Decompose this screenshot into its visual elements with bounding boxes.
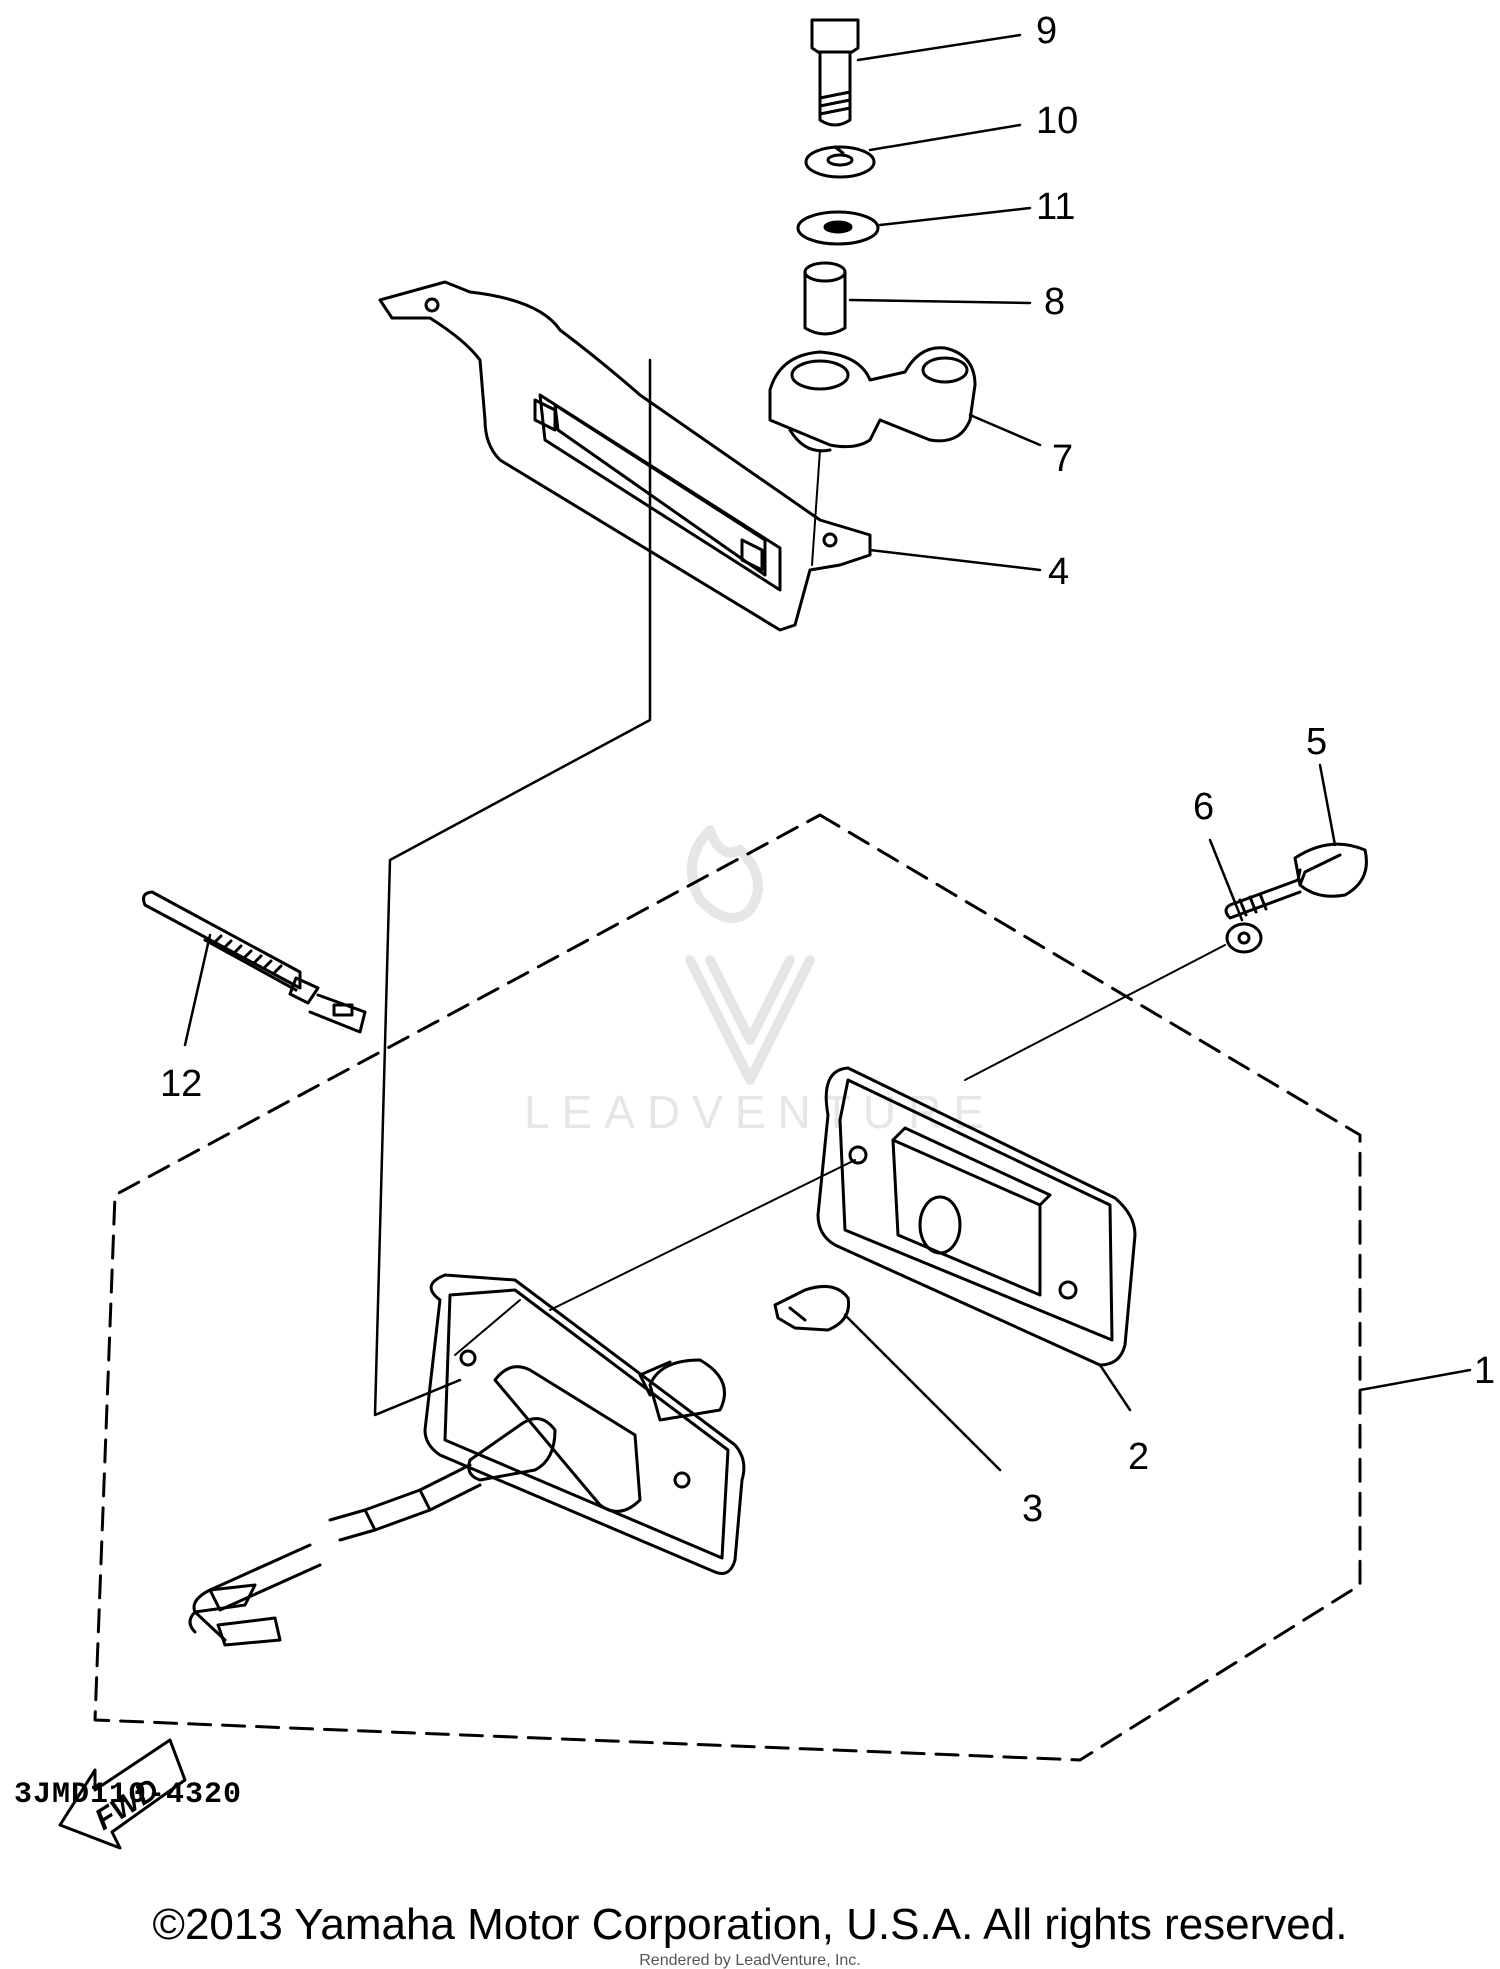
leader-line-11	[878, 206, 1032, 227]
screw-5-part	[1224, 842, 1368, 920]
leader-line-8	[848, 298, 1032, 305]
leader-line-12	[183, 933, 212, 1047]
assembly-boundary-outline	[93, 813, 1362, 1762]
bolt-9-part	[810, 18, 860, 127]
leader-line-9	[856, 33, 1022, 62]
callout-11: 11	[1036, 186, 1076, 228]
leader-line-2	[1098, 1363, 1132, 1412]
callout-4: 4	[1048, 551, 1070, 593]
callout-10: 10	[1036, 100, 1079, 142]
callout-6: 6	[1193, 786, 1215, 828]
rendered-by-credit: Rendered by LeadVenture, Inc.	[639, 1952, 861, 1969]
callout-12: 12	[160, 1063, 203, 1105]
collar-8-part	[803, 261, 847, 336]
leader-line-6	[1208, 838, 1244, 922]
copyright-notice: ©2013 Yamaha Motor Corporation, U.S.A. A…	[152, 1900, 1348, 1949]
lamp-housing-part	[423, 1273, 746, 1575]
leader-line-1	[1358, 1368, 1472, 1392]
leader-line-10	[868, 123, 1022, 152]
arm-bracket-7-part	[768, 346, 977, 453]
socket-cord-part	[188, 1417, 557, 1647]
callout-1: 1	[1474, 1350, 1496, 1392]
callout-5: 5	[1306, 721, 1328, 763]
cable-tie-12-part	[142, 890, 367, 1034]
leader-line-3	[843, 1313, 1002, 1472]
lock-washer-10-part	[804, 145, 876, 179]
leader-line-5	[1318, 763, 1337, 847]
watermark-logo-icon	[685, 825, 815, 1085]
forward-direction-arrow-icon	[58, 1738, 187, 1850]
drawing-code: 3JMD110-4320	[14, 1778, 243, 1812]
leader-line-7	[968, 413, 1042, 447]
callout-9: 9	[1036, 10, 1058, 52]
lens-2-part	[816, 1066, 1137, 1367]
bulb-3-part	[773, 1284, 851, 1332]
assembly-axis-lines	[454, 449, 1226, 1356]
leader-line-4	[868, 548, 1042, 572]
wire-routing-line	[373, 358, 652, 1417]
callout-3: 3	[1022, 1488, 1044, 1530]
washer-6-part	[1225, 922, 1263, 954]
callout-2: 2	[1128, 1436, 1150, 1478]
callout-8: 8	[1044, 281, 1066, 323]
callout-7: 7	[1052, 438, 1074, 480]
flat-washer-11-part	[796, 210, 880, 246]
license-bracket-4-part	[378, 280, 872, 632]
